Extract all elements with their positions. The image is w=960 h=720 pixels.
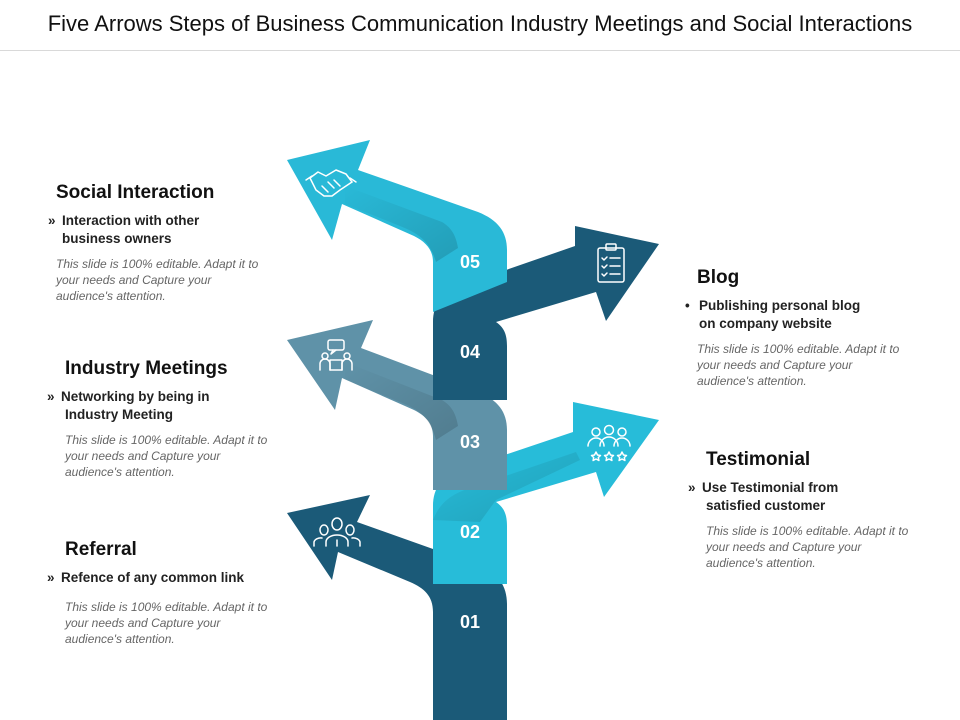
title-bar: Five Arrows Steps of Business Communicat… [0, 0, 960, 51]
step-01-text: Referral » Refence of any common link Thi… [47, 539, 295, 647]
rating-people-icon [587, 424, 631, 462]
step-04-text: Blog • Publishing personal blog on compan… [685, 267, 927, 389]
bullet-mark: » [688, 480, 696, 495]
bullet-line-1: Networking by being in [61, 389, 210, 404]
step-04-bullet: • Publishing personal blog on company web… [685, 297, 927, 333]
bullet-line-1: Refence of any common link [61, 570, 245, 585]
step-number-05: 05 [460, 252, 480, 272]
step-01-note: This slide is 100% editable. Adapt it to… [65, 600, 268, 646]
bullet-line-1: Use Testimonial from [702, 480, 839, 495]
arrow-step-04 [433, 226, 659, 400]
step-05-text: Social Interaction » Interaction with oth… [48, 182, 286, 304]
step-03-bullet: » Networking by being in Industry Meeting [47, 388, 295, 424]
step-number-04: 04 [460, 342, 480, 362]
bullet-line-2: Industry Meeting [65, 407, 174, 422]
bullet-mark: » [47, 570, 55, 585]
step-04-note: This slide is 100% editable. Adapt it to… [697, 342, 900, 388]
step-03-note: This slide is 100% editable. Adapt it to… [65, 433, 268, 479]
step-03-text: Industry Meetings » Networking by being i… [47, 358, 295, 480]
team-icon [313, 517, 361, 547]
bullet-line-2: satisfied customer [706, 498, 826, 513]
step-05-heading: Social Interaction [56, 182, 215, 203]
step-01-bullet: » Refence of any common link [47, 569, 295, 587]
slide-title: Five Arrows Steps of Business Communicat… [47, 11, 913, 36]
step-01-heading: Referral [65, 539, 137, 560]
step-05-note: This slide is 100% editable. Adapt it to… [56, 257, 259, 303]
arrow-step-05 [287, 140, 507, 312]
step-02-bullet: » Use Testimonial from satisfied customer [688, 479, 936, 515]
bullet-line-2: on company website [699, 316, 832, 331]
checklist-icon [597, 243, 625, 283]
bullet-mark: » [48, 213, 56, 228]
step-number-03: 03 [460, 432, 480, 452]
arrow-step-01 [287, 495, 507, 720]
step-03-heading: Industry Meetings [65, 358, 228, 379]
step-04-heading: Blog [697, 267, 740, 288]
handshake-icon [305, 169, 357, 197]
step-02-text: Testimonial » Use Testimonial from satisf… [688, 449, 936, 571]
step-02-note: This slide is 100% editable. Adapt it to… [706, 524, 909, 570]
step-02-heading: Testimonial [706, 449, 811, 470]
step-number-01: 01 [460, 612, 480, 632]
bullet-line-2: business owners [62, 231, 172, 246]
bullet-mark: » [47, 389, 55, 404]
bullet-mark: • [685, 298, 690, 313]
step-05-bullet: » Interaction with other business owners [48, 212, 286, 248]
step-number-02: 02 [460, 522, 480, 542]
bullet-line-1: Publishing personal blog [699, 298, 861, 313]
bullet-line-1: Interaction with other [62, 213, 200, 228]
meeting-icon [319, 339, 353, 371]
